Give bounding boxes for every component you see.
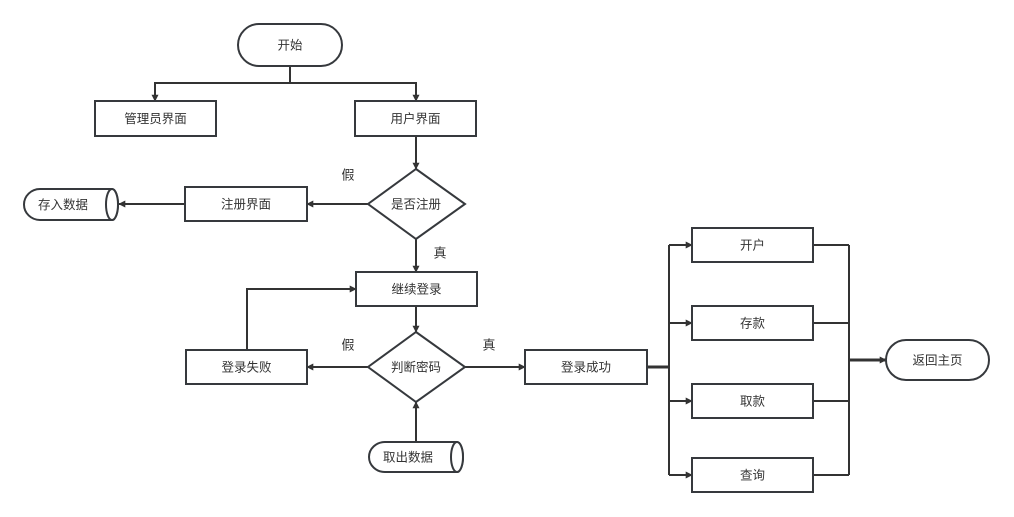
node-label: 注册界面 (221, 197, 271, 212)
process-shape (691, 383, 814, 419)
node-store-data[interactable]: 存入数据 (23, 188, 119, 221)
node-admin-ui[interactable]: 管理员界面 (94, 100, 217, 137)
node-login-failed[interactable]: 登录失败 (185, 349, 308, 385)
node-is-registered[interactable]: 是否注册 (366, 167, 467, 241)
process-shape (355, 271, 478, 307)
process-shape (691, 457, 814, 493)
node-open-account[interactable]: 开户 (691, 227, 814, 263)
data-store-end (105, 188, 119, 221)
process-shape (185, 349, 308, 385)
process-shape (691, 305, 814, 341)
process-shape (184, 186, 308, 222)
node-return-home[interactable]: 返回主页 (885, 339, 990, 381)
process-shape (354, 100, 477, 137)
edge-label-register-true: 真 (433, 247, 446, 262)
node-user-ui[interactable]: 用户界面 (354, 100, 477, 137)
edge-label-password-true: 真 (482, 339, 495, 354)
node-label: 开户 (740, 238, 765, 253)
process-shape (524, 349, 648, 385)
terminal-shape (237, 23, 343, 67)
node-fetch-data[interactable]: 取出数据 (368, 441, 464, 473)
node-label: 登录失败 (221, 360, 272, 375)
node-deposit[interactable]: 存款 (691, 305, 814, 341)
node-label: 返回主页 (912, 353, 962, 368)
decision-shape (366, 330, 467, 404)
node-label: 存入数据 (38, 197, 88, 212)
data-store-end (450, 441, 464, 473)
edges (118, 66, 887, 479)
edge-start-to-user (290, 82, 420, 102)
node-label: 管理员界面 (124, 111, 187, 126)
node-check-password[interactable]: 判断密码 (366, 330, 467, 404)
node-query[interactable]: 查询 (691, 457, 814, 493)
node-label: 存款 (740, 316, 766, 331)
node-label: 继续登录 (391, 282, 441, 297)
edge-login-failed-to-continue-login (246, 285, 357, 350)
node-withdraw[interactable]: 取款 (691, 383, 814, 419)
node-register-ui[interactable]: 注册界面 (184, 186, 308, 222)
node-label: 登录成功 (561, 360, 611, 375)
edge-label-password-false: 假 (341, 339, 354, 354)
decision-shape (366, 167, 467, 241)
edge-start-to-admin (151, 82, 290, 102)
node-label: 查询 (740, 468, 765, 483)
node-label: 用户界面 (390, 111, 440, 126)
node-login-success[interactable]: 登录成功 (524, 349, 648, 385)
node-label: 判断密码 (391, 360, 441, 375)
node-continue-login[interactable]: 继续登录 (355, 271, 478, 307)
edge-label-register-false: 假 (341, 169, 354, 184)
node-label: 开始 (277, 38, 303, 53)
node-label: 取出数据 (383, 450, 433, 465)
node-label: 是否注册 (391, 197, 441, 212)
terminal-shape (885, 339, 990, 381)
node-label: 取款 (740, 394, 766, 409)
process-shape (691, 227, 814, 263)
process-shape (94, 100, 217, 137)
node-start[interactable]: 开始 (237, 23, 343, 67)
